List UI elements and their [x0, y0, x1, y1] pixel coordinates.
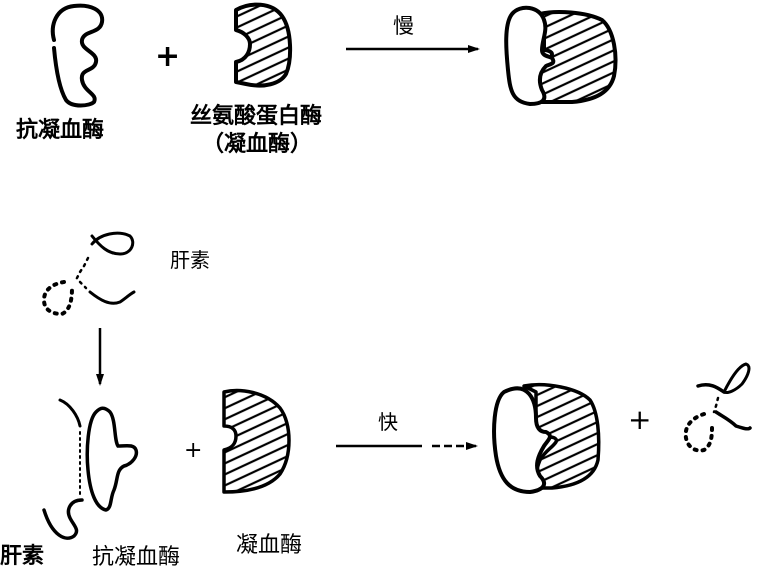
plus-operator-bottom-1: +	[184, 438, 203, 463]
antithrombin-shape	[50, 3, 105, 108]
complex-antithrombin-label: 抗凝血酶	[92, 545, 181, 570]
serine-protease-label: 丝氨酸蛋白酶	[190, 103, 323, 129]
antithrombin-label: 抗凝血酶	[16, 117, 105, 143]
thrombin-alias-label: （凝血酶）	[202, 131, 313, 157]
thrombin-shape-top	[234, 2, 293, 88]
fast-arrow-label: 快	[378, 410, 398, 434]
plus-operator-top: +	[155, 39, 181, 74]
complex-heparin-label: 肝素	[0, 543, 45, 569]
thrombin-label-bottom: 凝血酶	[236, 533, 303, 558]
heparin-label: 肝素	[170, 248, 210, 272]
antithrombin-thrombin-complex-bottom	[492, 383, 601, 494]
antithrombin-thrombin-complex-top	[504, 5, 618, 106]
plus-operator-bottom-2: +	[628, 403, 652, 436]
heparin-antithrombin-complex	[42, 398, 139, 540]
released-heparin	[683, 362, 752, 453]
slow-arrow-label: 慢	[393, 14, 414, 38]
thrombin-shape-bottom	[222, 388, 291, 494]
heparin-molecule	[41, 231, 136, 317]
